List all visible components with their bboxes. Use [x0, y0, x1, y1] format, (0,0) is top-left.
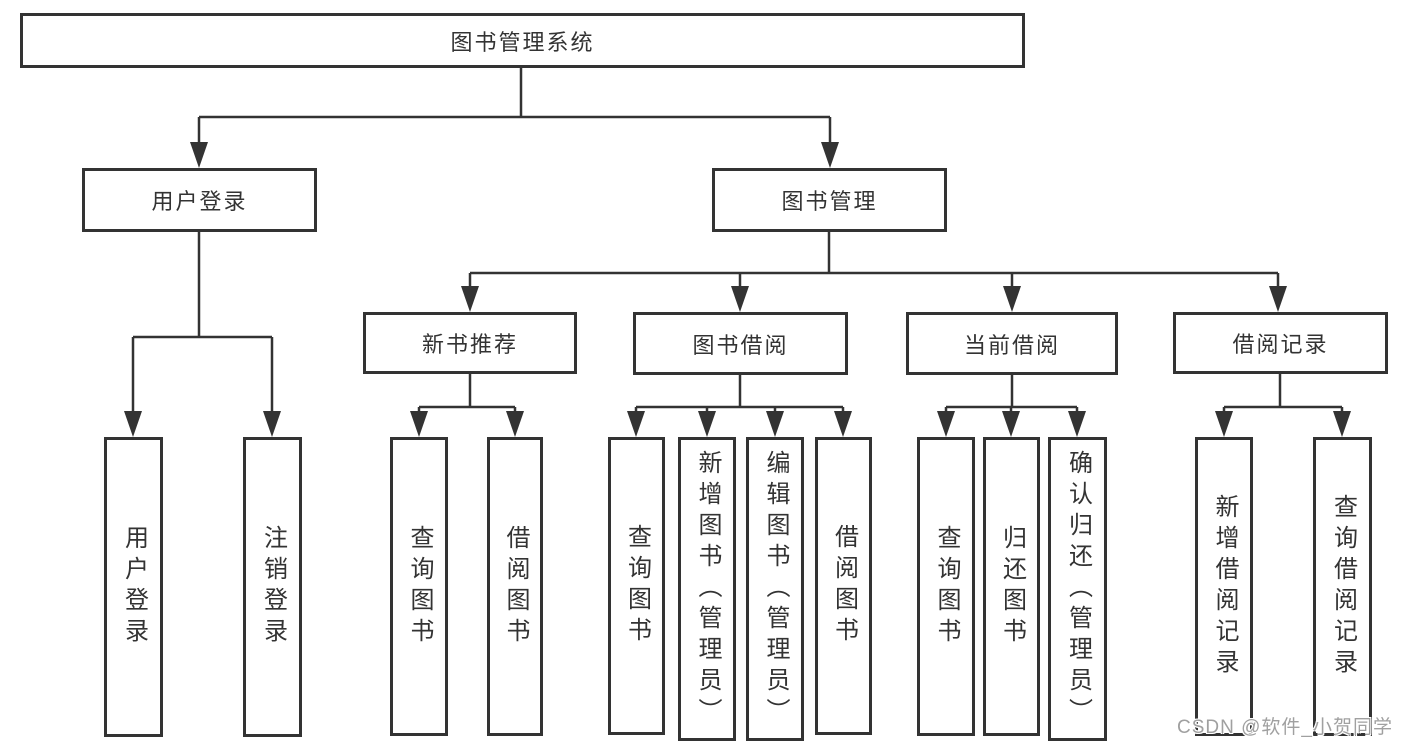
edge-newrec-to-leaves: [417, 374, 517, 414]
leaf-current-query-books-label: 查询图书: [933, 524, 960, 649]
leaf-borrow-borrow-books: 借阅图书: [815, 437, 872, 735]
leaf-current-query-books: 查询图书: [917, 437, 975, 736]
leaf-newrec-borrow-books-label: 借阅图书: [502, 524, 529, 649]
leaf-borrow-query-books-label: 查询图书: [623, 524, 651, 648]
leaf-newrec-borrow-books: 借阅图书: [487, 437, 543, 736]
edge-bookborrow-to-leaves: [634, 374, 845, 414]
leaf-current-return-books: 归还图书: [983, 437, 1040, 736]
node-new-book-recommend-label: 新书推荐: [421, 332, 518, 357]
leaf-borrow-query-books: 查询图书: [608, 437, 665, 735]
node-borrow-records: 借阅记录: [1173, 312, 1388, 374]
leaf-borrow-add-books-admin-label: 新增图书（管理员）: [694, 449, 721, 729]
edge-borrowrec-to-leaves: [1222, 374, 1344, 414]
leaf-current-confirm-return-admin: 确认归还（管理员）: [1048, 437, 1107, 741]
node-current-borrow: 当前借阅: [906, 312, 1118, 375]
node-user-login: 用户登录: [82, 168, 317, 232]
leaf-records-query-record: 查询借阅记录: [1313, 437, 1372, 736]
node-book-borrow-label: 图书借阅: [692, 332, 789, 358]
leaf-user-login: 用户登录: [104, 437, 163, 737]
node-borrow-records-label: 借阅记录: [1232, 332, 1329, 357]
leaf-logout-label: 注销登录: [259, 525, 287, 649]
node-user-login-label: 用户登录: [151, 189, 248, 214]
node-new-book-recommend: 新书推荐: [363, 312, 577, 374]
leaf-logout: 注销登录: [243, 437, 302, 737]
node-book-management: 图书管理: [712, 168, 947, 232]
edge-userlogin-to-leaves: [131, 232, 274, 414]
leaf-records-add-record-label: 新增借阅记录: [1211, 493, 1238, 680]
node-current-borrow-label: 当前借阅: [963, 332, 1060, 358]
leaf-current-confirm-return-admin-label: 确认归还（管理员）: [1064, 449, 1092, 729]
leaf-current-return-books-label: 归还图书: [998, 524, 1026, 649]
leaf-borrow-edit-books-admin-label: 编辑图书（管理员）: [762, 449, 789, 729]
leaf-newrec-query-books: 查询图书: [390, 437, 448, 736]
node-library-management-system: 图书管理系统: [20, 13, 1025, 68]
leaf-borrow-borrow-books-label: 借阅图书: [830, 524, 858, 648]
edge-curborrow-to-leaves: [944, 374, 1079, 414]
leaf-borrow-edit-books-admin: 编辑图书（管理员）: [746, 437, 804, 741]
node-book-management-label: 图书管理: [781, 189, 878, 214]
leaf-records-query-record-label: 查询借阅记录: [1329, 493, 1357, 680]
leaf-user-login-label: 用户登录: [120, 525, 148, 649]
node-book-borrow: 图书借阅: [633, 312, 848, 375]
edge-root-to-level2: [197, 67, 832, 145]
node-library-management-system-label: 图书管理系统: [450, 29, 595, 55]
edge-bookmgmt-to-level3: [468, 232, 1280, 290]
leaf-borrow-add-books-admin: 新增图书（管理员）: [678, 437, 736, 741]
leaf-records-add-record: 新增借阅记录: [1195, 437, 1253, 736]
leaf-newrec-query-books-label: 查询图书: [406, 524, 433, 649]
csdn-watermark: CSDN @软件_小贺同学: [1177, 717, 1393, 738]
